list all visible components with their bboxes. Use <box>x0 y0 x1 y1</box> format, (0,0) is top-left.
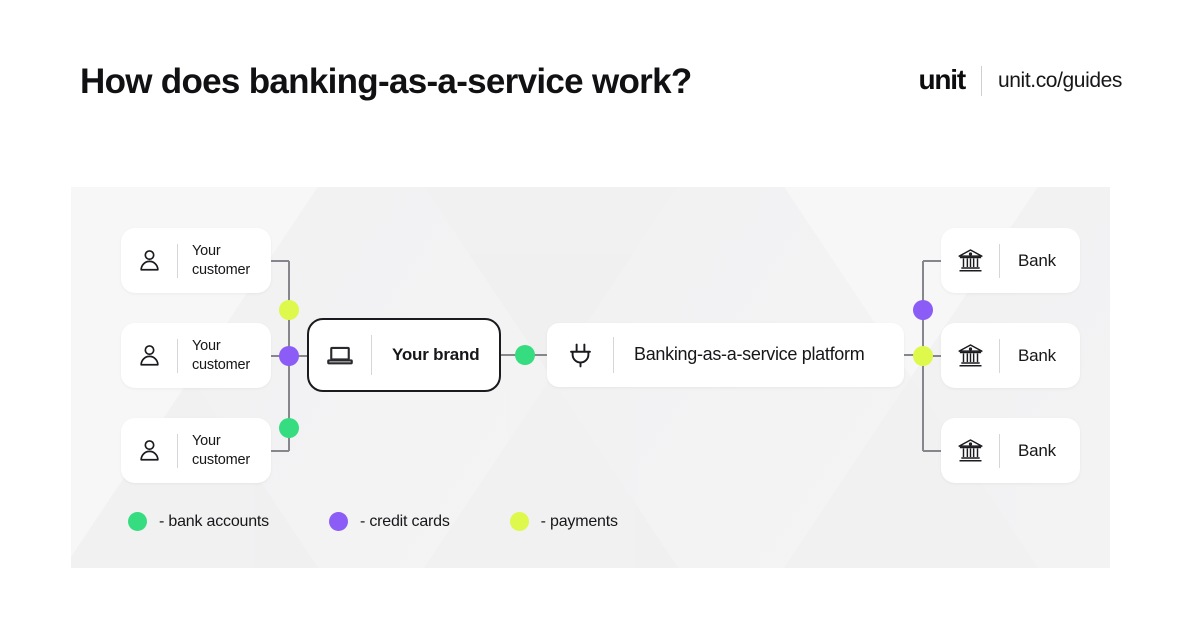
your-brand-card[interactable]: Your brand <box>307 318 501 392</box>
page-title: How does banking-as-a-service work? <box>80 62 692 101</box>
customer-card[interactable]: Your customer <box>121 418 271 483</box>
legend-label: - credit cards <box>359 512 450 530</box>
brand-divider <box>981 66 982 96</box>
person-icon <box>121 437 177 464</box>
legend: - bank accounts - credit cards - payment… <box>128 512 618 531</box>
customer-card-label: Your customer <box>192 242 251 278</box>
guides-url: unit.co/guides <box>998 69 1122 92</box>
bank-building-icon <box>941 246 999 275</box>
legend-item-payments: - payments <box>509 512 618 531</box>
laptop-icon <box>309 340 371 370</box>
legend-item-bank-accounts: - bank accounts <box>128 512 269 531</box>
bank-card-label: Bank <box>1018 440 1056 460</box>
bank-building-icon <box>941 341 999 370</box>
person-icon <box>121 247 177 274</box>
card-divider <box>999 433 1000 468</box>
customer-card[interactable]: Your customer <box>121 228 271 293</box>
person-icon <box>121 342 177 369</box>
legend-dot-icon <box>509 512 529 531</box>
customer-card-label: Your customer <box>192 432 251 468</box>
baas-platform-card[interactable]: Banking-as-a-service platform <box>547 323 904 387</box>
legend-item-credit-cards: - credit cards <box>328 512 450 531</box>
legend-label: - payments <box>540 512 618 530</box>
customer-card-label: Your customer <box>192 337 251 373</box>
bank-card-label: Bank <box>1018 345 1056 365</box>
bank-building-icon <box>941 436 999 465</box>
bank-card[interactable]: Bank <box>941 418 1080 483</box>
plug-icon <box>547 340 613 371</box>
legend-dot-icon <box>328 512 348 531</box>
customer-card[interactable]: Your customer <box>121 323 271 388</box>
card-divider <box>177 338 178 373</box>
brand-lockup: unit unit.co/guides <box>918 66 1122 96</box>
your-brand-label: Your brand <box>392 345 480 365</box>
card-divider <box>613 337 614 373</box>
unit-logo: unit <box>918 64 966 95</box>
card-divider <box>177 433 178 468</box>
legend-dot-icon <box>128 512 147 531</box>
baas-platform-label: Banking-as-a-service platform <box>634 344 865 365</box>
legend-label: - bank accounts <box>159 512 269 530</box>
bank-card[interactable]: Bank <box>941 228 1080 293</box>
bank-card[interactable]: Bank <box>941 323 1080 388</box>
card-divider <box>177 243 178 278</box>
card-divider <box>371 335 372 375</box>
bank-card-label: Bank <box>1018 250 1056 270</box>
diagram-panel: Your customer Your customer Your custome… <box>71 187 1110 568</box>
card-divider <box>999 243 1000 278</box>
card-divider <box>999 338 1000 373</box>
